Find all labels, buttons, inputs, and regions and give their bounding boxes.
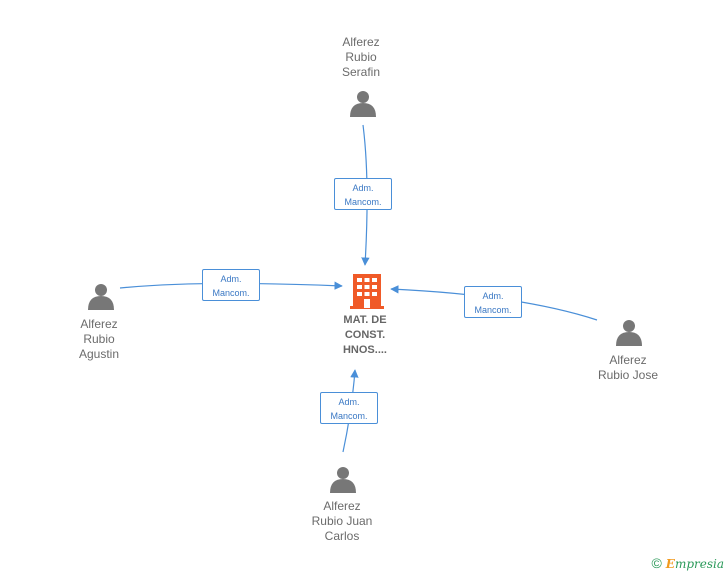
edge-label-serafin[interactable]: Adm. Mancom. [334, 178, 392, 210]
edge-label-jose[interactable]: Adm. Mancom. [464, 286, 522, 318]
edge-label-line: Adm. [338, 397, 360, 407]
brand-initial: E [665, 557, 675, 571]
edge-label-line: Mancom. [212, 288, 250, 298]
person-name-line: Rubio [83, 332, 115, 346]
person-name-line: Alferez [609, 353, 647, 367]
building-icon[interactable] [350, 274, 384, 309]
person-icon[interactable] [350, 91, 376, 117]
edge-label-line: Adm. [482, 291, 504, 301]
person-label-serafin[interactable]: Alferez Rubio Serafin [301, 35, 421, 80]
edge-label-line: Mancom. [330, 411, 368, 421]
person-label-jose[interactable]: Alferez Rubio Jose [568, 353, 688, 383]
person-name-line: Rubio Jose [597, 368, 659, 382]
edge-label-line: Adm. [220, 274, 242, 284]
company-name-line: CONST. [344, 329, 386, 341]
company-label[interactable]: MAT. DE CONST. HNOS.... [305, 313, 425, 358]
edge-label-line: Adm. [352, 183, 374, 193]
edge-label-agustin[interactable]: Adm. Mancom. [202, 269, 260, 301]
person-label-agustin[interactable]: Alferez Rubio Agustin [39, 317, 159, 362]
person-name-line: Agustin [78, 347, 120, 361]
brand-name: mpresia [674, 557, 724, 571]
brand-footer: ©Empresia [651, 555, 724, 571]
person-name-line: Rubio Juan [311, 514, 373, 528]
person-icon[interactable] [330, 467, 356, 493]
person-name-line: Alferez [323, 499, 361, 513]
edge-label-line: Mancom. [344, 197, 382, 207]
edge-label-line: Mancom. [474, 305, 512, 315]
company-name-line: MAT. DE [343, 314, 387, 326]
person-name-line: Rubio [345, 50, 377, 64]
copyright-symbol: © [651, 555, 662, 571]
person-label-juan-carlos[interactable]: Alferez Rubio Juan Carlos [282, 499, 402, 544]
company-name-line: HNOS.... [342, 344, 387, 356]
person-name-line: Alferez [342, 35, 380, 49]
person-name-line: Carlos [324, 529, 360, 543]
person-icon[interactable] [88, 284, 114, 310]
edge-label-juan-carlos[interactable]: Adm. Mancom. [320, 392, 378, 424]
person-name-line: Alferez [80, 317, 118, 331]
person-name-line: Serafin [341, 65, 381, 79]
person-icon[interactable] [616, 320, 642, 346]
